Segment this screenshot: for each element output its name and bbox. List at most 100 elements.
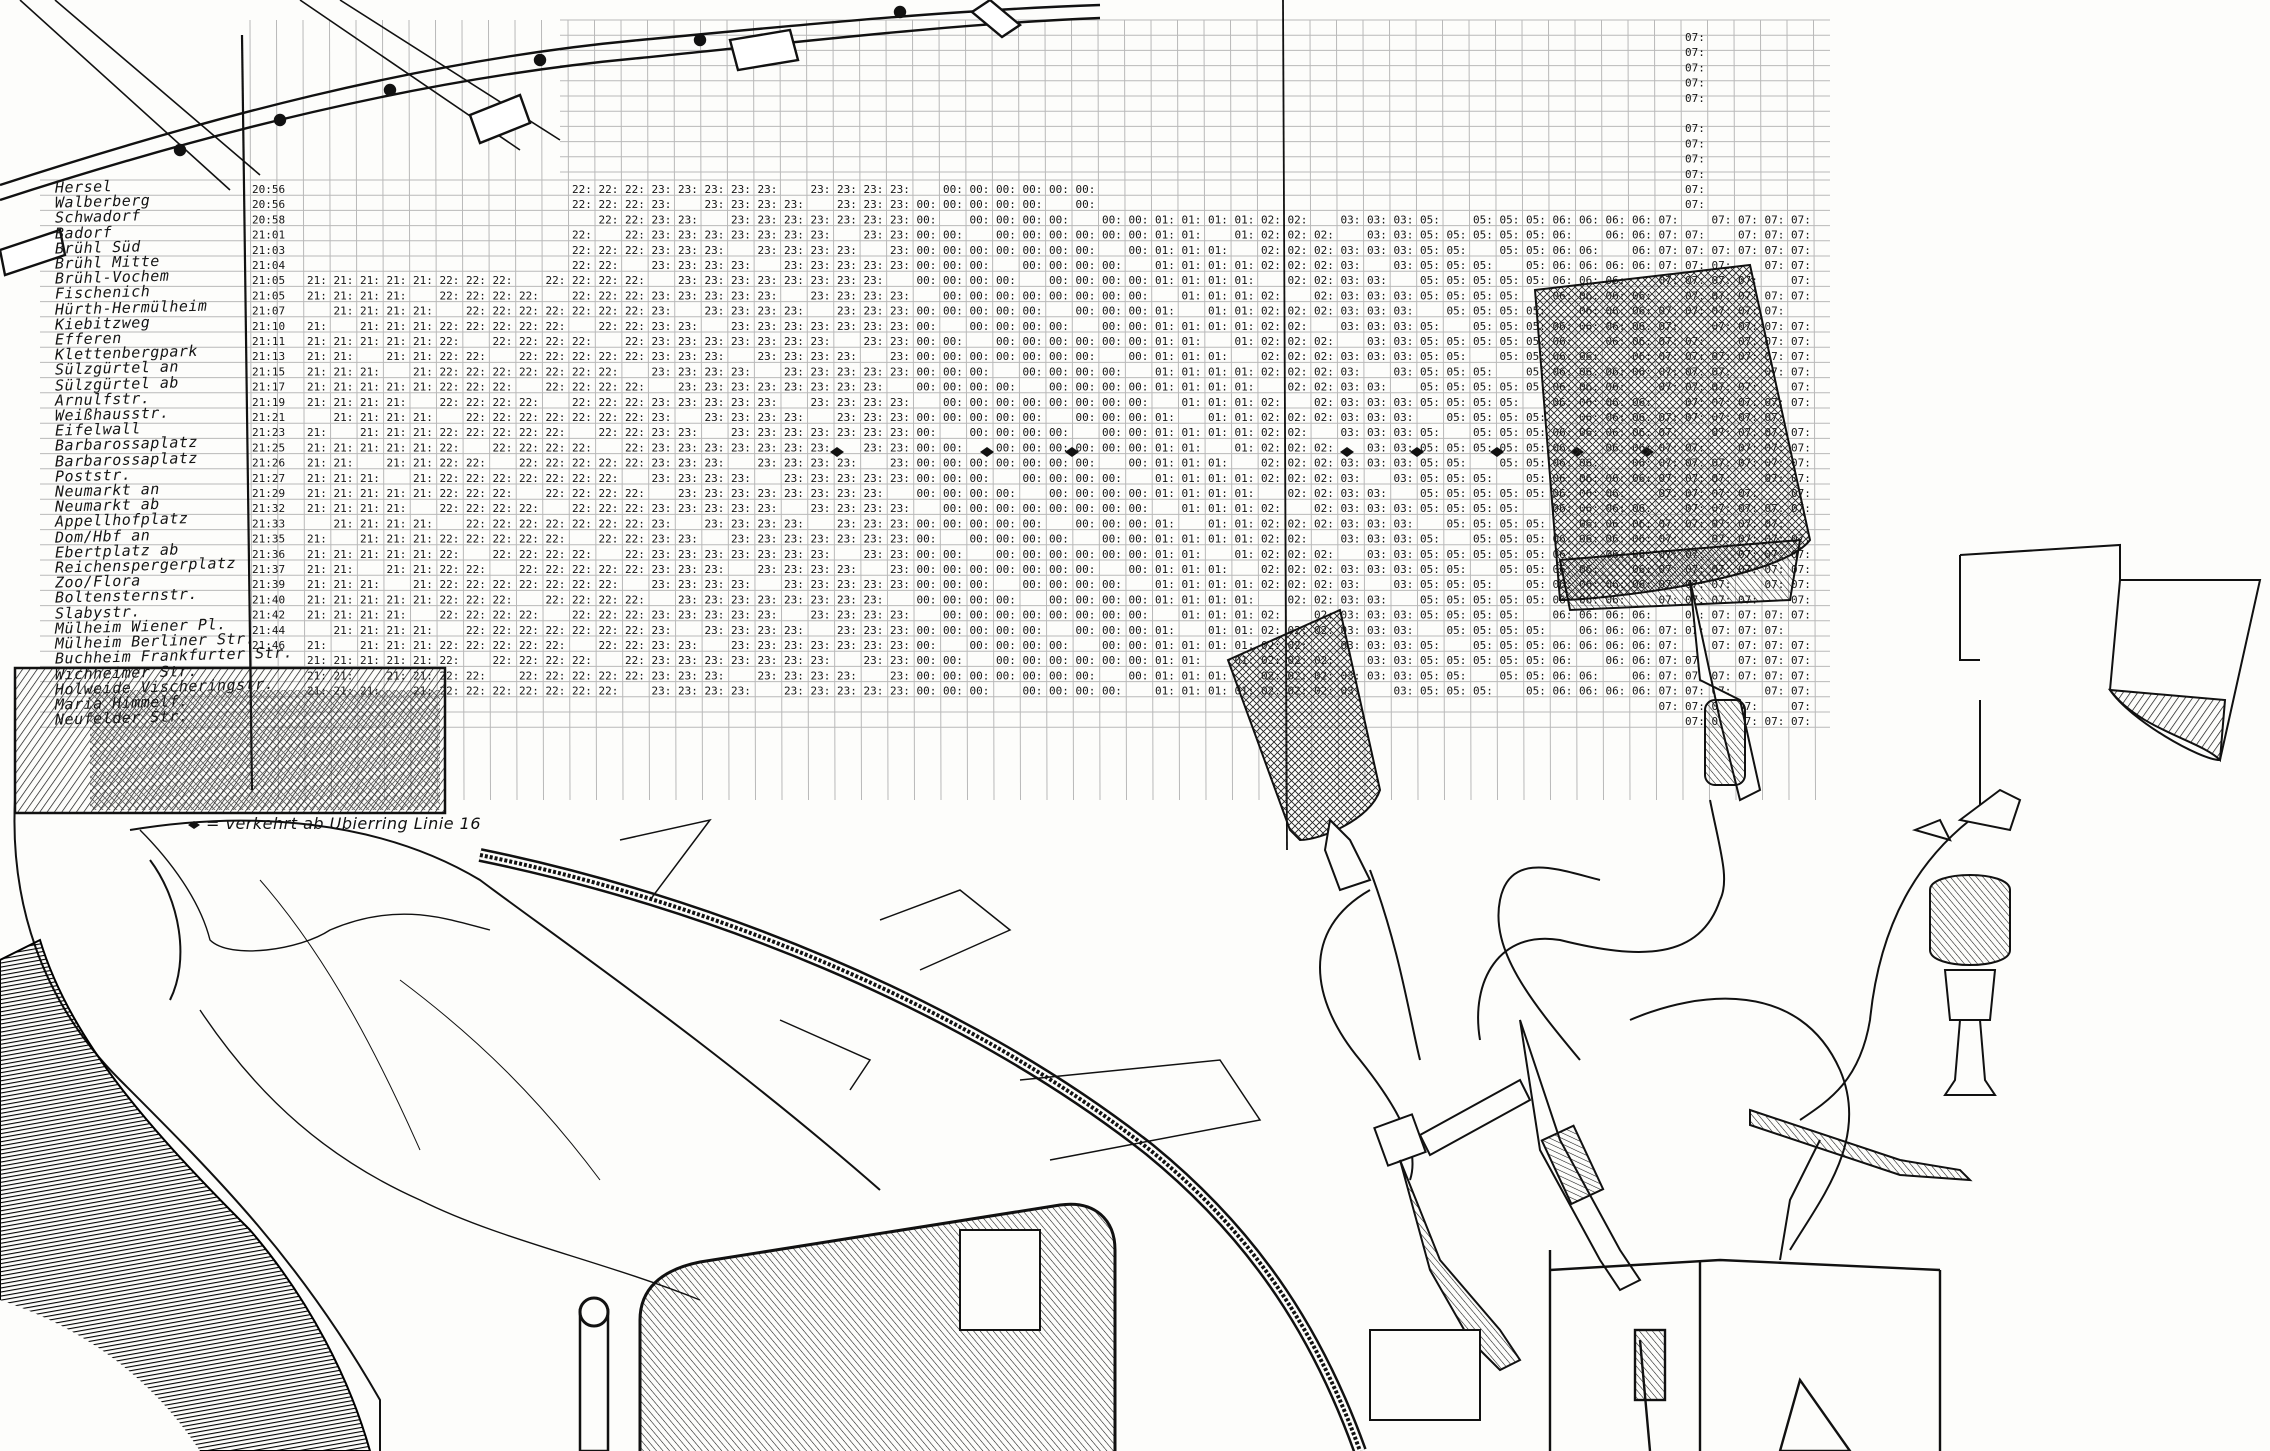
time-entry: 01: [1208,685,1228,698]
time-entry: 23: [678,320,698,333]
time-entry: 22: [519,624,539,637]
time-entry: 22: [519,533,539,546]
floor-pad [1369,1329,1481,1421]
time-entry: 00: [970,624,990,637]
time-entry: 07: [1685,183,1705,196]
time-entry: 21: [334,305,354,318]
time-entry: 21: [387,350,407,363]
time-entry: 07: [1659,213,1679,226]
time-entry: 23: [890,213,910,226]
time-entry: 22: [493,624,513,637]
time-entry: 00: [1076,289,1096,302]
time-entry: 00: [1102,289,1122,302]
time-entry: 22: [625,411,645,424]
time-entry: 00: [943,365,963,378]
time-entry: 07: [1685,61,1705,74]
time-entry: 00: [1049,289,1069,302]
time-entry: 23: [784,533,804,546]
time-entry: 22: [466,411,486,424]
time-entry: 23: [864,441,884,454]
time-entry: 05: [1420,669,1440,682]
time-entry: 03: [1341,472,1361,485]
time-entry: 21: [413,654,433,667]
time-entry: 23: [890,350,910,363]
time-entry: 23: [784,441,804,454]
time-entry: 23: [652,624,672,637]
time-entry: 22: [599,426,619,439]
time-entry: 21:10 [252,320,285,333]
time-entry: 01: [1208,563,1228,576]
time-entry: 23: [731,289,751,302]
time-entry: 22: [466,563,486,576]
time-entry: 22: [546,624,566,637]
time-entry: 00: [917,533,937,546]
time-entry: 00: [1102,533,1122,546]
time-entry: 22: [599,533,619,546]
time-entry: 02: [1288,578,1308,591]
time-entry: 22: [625,624,645,637]
time-entry: 23: [864,624,884,637]
time-entry: 02: [1261,411,1281,424]
time-entry: 07: [1712,669,1732,682]
time-entry: 21: [307,381,327,394]
time-entry: 22: [466,289,486,302]
time-entry: 00: [943,654,963,667]
time-entry: 00: [996,441,1016,454]
time-entry: 03: [1367,320,1387,333]
time-entry: 01: [1182,441,1202,454]
time-entry: 01: [1155,365,1175,378]
time-entry: 23: [678,472,698,485]
time-entry: 00: [1023,335,1043,348]
time-entry: 00: [943,548,963,561]
time-entry: 00: [970,685,990,698]
time-entry: 06: [1553,609,1573,622]
time-entry: 00: [1049,472,1069,485]
time-entry: 00: [1023,350,1043,363]
time-entry: 23: [705,183,725,196]
time-entry: 05: [1473,213,1493,226]
time-entry: 00: [1102,654,1122,667]
time-entry: 21: [334,578,354,591]
time-entry: 02: [1261,244,1281,257]
time-entry: 22: [572,457,592,470]
time-entry: 03: [1394,548,1414,561]
time-entry: 00: [970,502,990,515]
time-entry: 00: [1129,320,1149,333]
time-entry: 21: [413,563,433,576]
time-entry: 05: [1473,685,1493,698]
time-entry: 23: [837,274,857,287]
time-entry: 22: [599,411,619,424]
time-entry: 00: [1102,229,1122,242]
time-entry: 07: [1738,624,1758,637]
time-entry: 23: [784,472,804,485]
time-entry: 00: [996,624,1016,637]
time-entry: 07: [1765,259,1785,272]
time-entry: 23: [864,381,884,394]
time-entry: 00: [1129,244,1149,257]
time-entry: 01: [1208,487,1228,500]
time-entry: 00: [970,213,990,226]
time-entry: 02: [1288,259,1308,272]
time-entry: 00: [917,517,937,530]
time-entry: 01: [1235,320,1255,333]
time-entry: 22: [572,229,592,242]
time-entry: 23: [837,487,857,500]
time-entry: 22: [546,426,566,439]
time-entry: 05: [1473,548,1493,561]
time-entry: 00: [996,533,1016,546]
time-entry: 01: [1182,229,1202,242]
time-entry: 00: [917,411,937,424]
time-entry: 23: [678,259,698,272]
time-entry: 23: [864,593,884,606]
time-entry: 23: [758,289,778,302]
time-entry: 02: [1261,548,1281,561]
time-entry: 23: [731,259,751,272]
time-entry: 23: [678,396,698,409]
time-entry: 23: [705,365,725,378]
time-entry: 23: [784,411,804,424]
time-entry: 22: [519,305,539,318]
time-entry: 05: [1447,654,1467,667]
time-entry: 03: [1394,472,1414,485]
time-entry: 23: [890,609,910,622]
time-entry: 22: [599,457,619,470]
